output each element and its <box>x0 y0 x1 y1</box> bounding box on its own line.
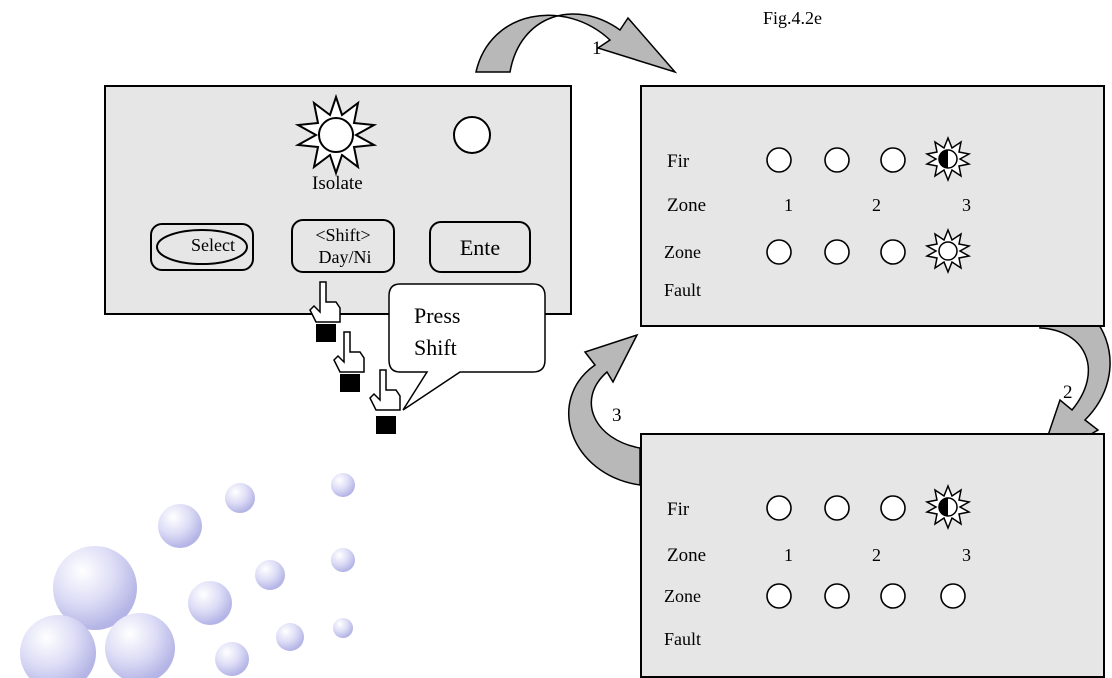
enter-button-label: Ente <box>431 235 529 261</box>
fault-lamp-4-lit-icon <box>926 229 970 273</box>
shift-day-night-button[interactable]: <Shift> Day/Ni <box>291 219 395 273</box>
shift-button-line1: <Shift> <box>293 225 393 246</box>
fire-lamp-3-icon <box>878 145 908 175</box>
enter-button[interactable]: Ente <box>429 221 531 273</box>
fault-lamp-2-icon <box>822 237 852 267</box>
fire-lamp-1-icon <box>764 493 794 523</box>
zone-fault-row-label: Zone <box>664 242 701 263</box>
zone-number-1: 1 <box>784 545 793 563</box>
fault-lamp-2-icon <box>822 581 852 611</box>
fault-lamp-3-icon <box>878 581 908 611</box>
fire-lamp-2-icon <box>822 493 852 523</box>
fault-row-label: Fault <box>664 280 701 301</box>
zone-fault-row-label: Zone <box>664 586 701 607</box>
fault-lamp-3-icon <box>878 237 908 267</box>
step-number-2: 2 <box>1063 382 1073 404</box>
isolate-lamp-lit-icon <box>296 95 376 175</box>
fault-row-label: Fault <box>664 629 701 650</box>
display-panel-bottom: Fir Zone 1 2 3 Zone Fault <box>640 433 1105 678</box>
step-number-1: 1 <box>592 38 602 60</box>
fault-lamp-1-icon <box>764 237 794 267</box>
zone-number-3: 3 <box>962 195 971 213</box>
display-panel-top: Fir Zone 1 2 3 Zone Fault <box>640 85 1105 327</box>
zone-number-1: 1 <box>784 195 793 213</box>
callout-line1: Press <box>414 300 534 332</box>
select-button[interactable]: Select <box>150 223 254 271</box>
fire-lamp-2-icon <box>822 145 852 175</box>
zone-number-3: 3 <box>962 545 971 563</box>
figure-label: Fig.4.2e <box>763 8 822 29</box>
fire-lamp-4-flashing-icon <box>926 485 970 529</box>
callout-text: Press Shift <box>414 300 534 358</box>
fire-lamp-3-icon <box>878 493 908 523</box>
zone-row-label: Zone <box>667 545 706 563</box>
zone-number-2: 2 <box>872 195 881 213</box>
fire-row-label: Fir <box>667 499 689 521</box>
callout-line2: Shift <box>414 332 534 358</box>
fault-lamp-1-icon <box>764 581 794 611</box>
pointing-hand-icon <box>330 330 370 395</box>
select-button-label: Select <box>178 235 248 256</box>
step-number-3: 3 <box>612 405 622 427</box>
panel-lamp-icon <box>452 115 492 155</box>
decorative-bubbles <box>0 413 420 673</box>
isolate-label: Isolate <box>312 173 363 195</box>
fire-lamp-1-icon <box>764 145 794 175</box>
fire-lamp-4-flashing-icon <box>926 137 970 181</box>
fire-row-label: Fir <box>667 151 689 173</box>
zone-number-2: 2 <box>872 545 881 563</box>
zone-row-label: Zone <box>667 195 706 213</box>
fault-lamp-4-icon <box>938 581 968 611</box>
arrow-step-1 <box>470 0 710 80</box>
shift-button-line2: Day/Ni <box>301 247 389 268</box>
